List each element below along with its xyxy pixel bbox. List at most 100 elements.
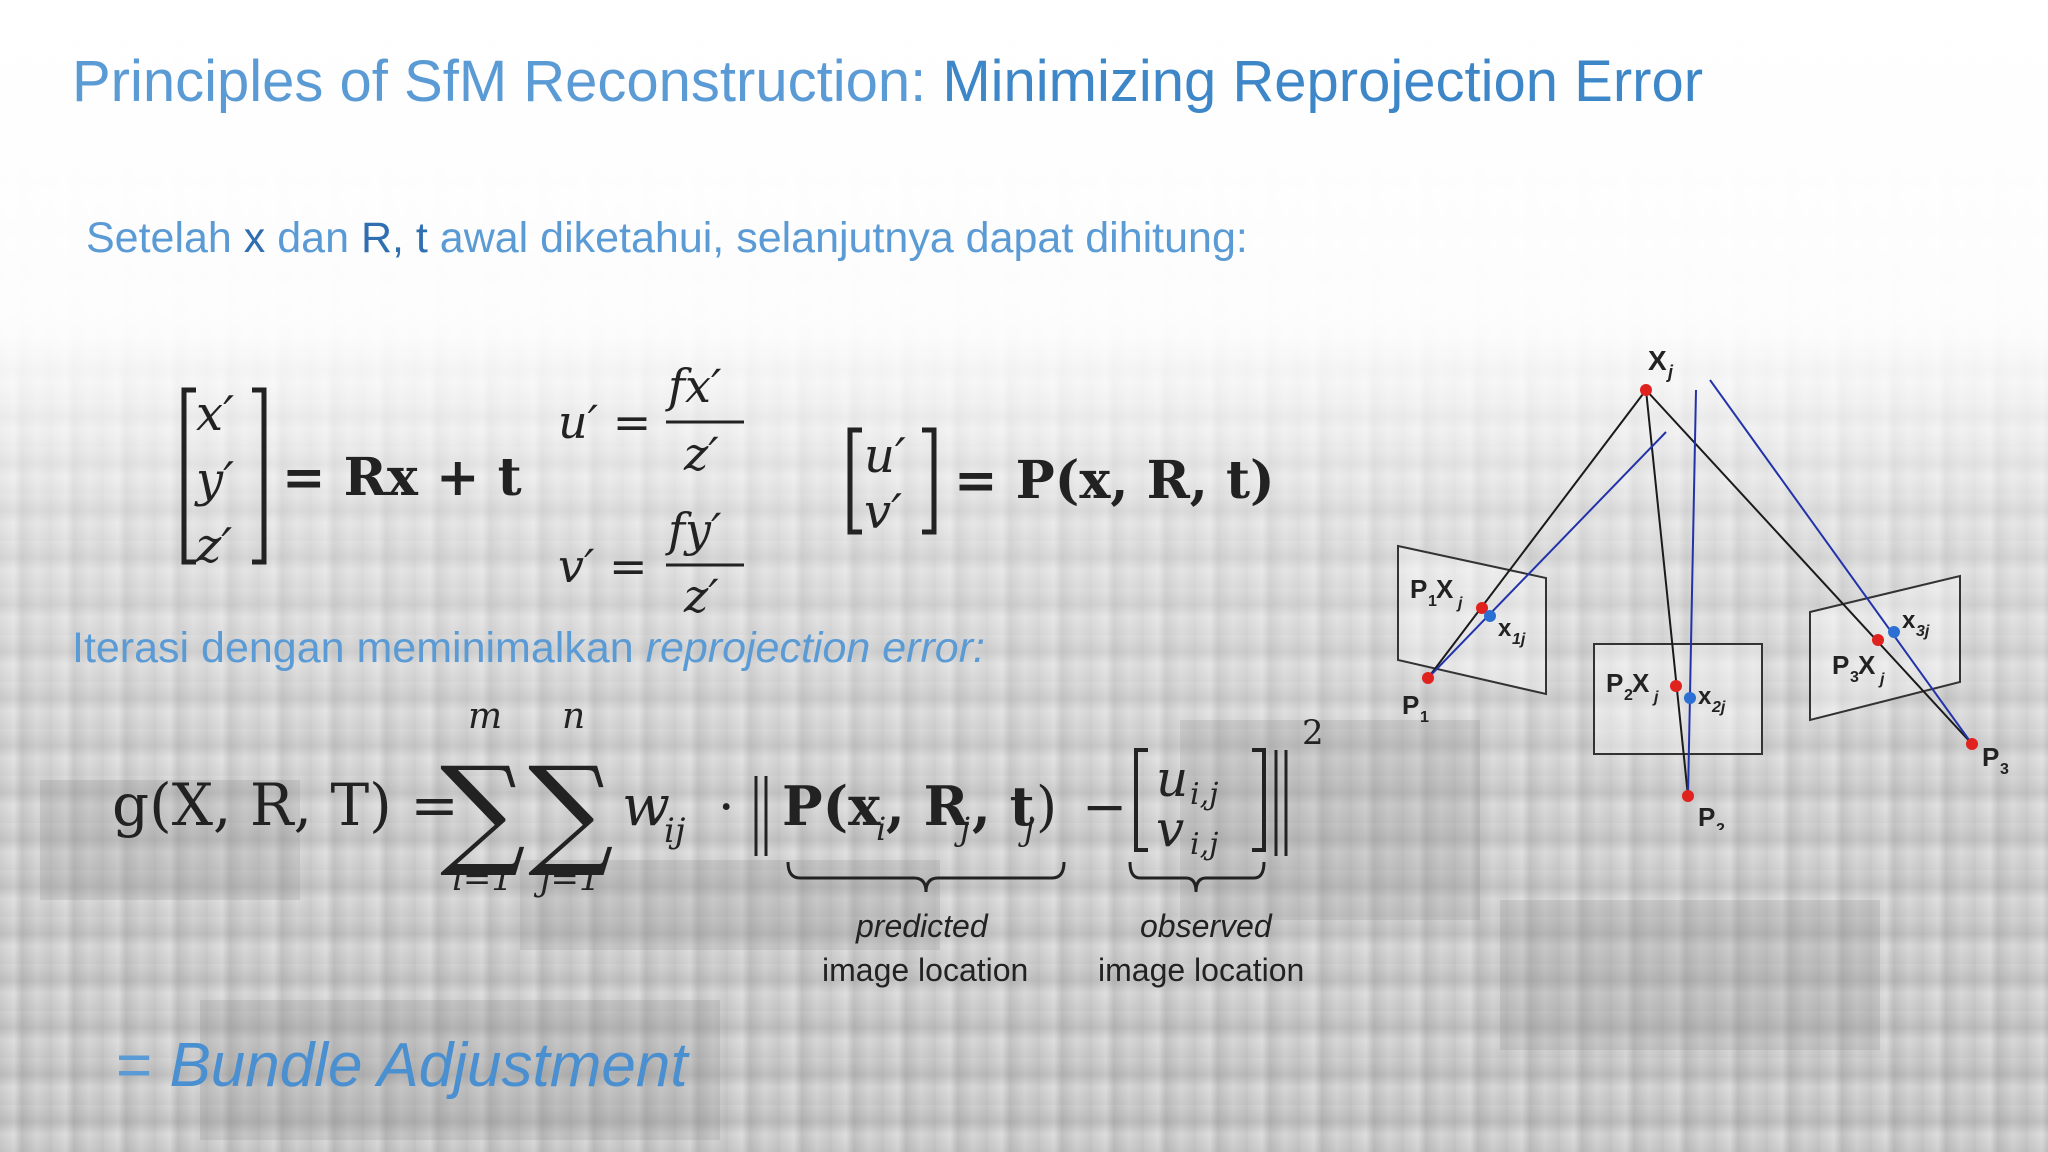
u-den: z′ xyxy=(683,427,719,481)
proj-label-2: P xyxy=(1606,668,1623,698)
observed-point-2 xyxy=(1684,692,1696,704)
proj-sub-1: 1 xyxy=(1428,593,1437,610)
obs-label-1: x xyxy=(1498,615,1512,642)
ray-black-1 xyxy=(1427,389,1647,679)
bracket-u-left xyxy=(847,427,862,535)
image-plane-3 xyxy=(1809,574,1961,722)
iteration-text: Iterasi dengan meminimalkan reprojection… xyxy=(72,624,985,673)
observed-point-3 xyxy=(1888,626,1900,638)
sum1-sigma: ∑ xyxy=(440,742,526,881)
predicted-point-1 xyxy=(1476,602,1488,614)
iteration-italic: reprojection error: xyxy=(645,624,985,672)
pred-p: P(x xyxy=(782,774,881,838)
camera-center-3 xyxy=(1966,738,1978,750)
pred-t: , t xyxy=(972,774,1035,838)
camera-center-1 xyxy=(1422,672,1434,684)
obs-v: v xyxy=(1156,800,1184,858)
label-predicted: predicted xyxy=(856,908,988,944)
sum2-bot: j=1 xyxy=(533,859,601,899)
intro-part2: dan xyxy=(265,214,361,262)
vec-u-2: v′ xyxy=(864,484,902,540)
reprojection-diagram: X j P 1 X j x 1j P 1 P 2 X j x 2j P 2 P … xyxy=(1397,345,2009,830)
obs-v-sub: i,j xyxy=(1190,827,1218,862)
power: 2 xyxy=(1302,713,1324,753)
iteration-plain: Iterasi dengan meminimalkan xyxy=(72,624,646,672)
obs-label-2: x xyxy=(1698,683,1712,710)
intro-rt: R, t xyxy=(360,214,428,262)
bg-building xyxy=(1500,900,1880,1050)
ray-blue-2 xyxy=(1687,389,1697,797)
ray-blue-1 xyxy=(1427,431,1667,679)
cost-function: g(X, R, T) = m ∑ i=1 n ∑ j=1 w ij · P(x … xyxy=(112,696,1324,899)
ray-black-3 xyxy=(1645,389,1973,745)
minus: − xyxy=(1082,775,1127,838)
bracket-left xyxy=(181,387,196,565)
bg-building xyxy=(200,1000,720,1140)
label-predicted-2: image location xyxy=(822,952,1029,988)
observed-point-1 xyxy=(1484,610,1496,622)
proj-x-2: X xyxy=(1632,668,1650,698)
label-observed-2: image location xyxy=(1098,952,1305,988)
brace-observed xyxy=(1128,861,1266,893)
g-lhs: g(X, R, T) = xyxy=(112,771,459,839)
cam-sub-1: 1 xyxy=(1420,709,1429,726)
label-observed: observed xyxy=(1140,908,1272,944)
brace-predicted xyxy=(786,861,1066,893)
bg-building xyxy=(40,780,300,900)
obs-bracket-left xyxy=(1134,748,1148,852)
vec-x-1: x′ xyxy=(196,386,234,442)
weight: w xyxy=(622,774,670,839)
equations-top: x′ y′ z′ = Rx + t u′ = fx′ z′ v′ = fy′ z… xyxy=(181,359,1275,623)
intro-part3: awal diketahui, selanjutnya dapat dihitu… xyxy=(427,214,1248,262)
slide-title: Principles of SfM Reconstruction: Minimi… xyxy=(72,48,1703,115)
obs-sub-1: 1j xyxy=(1512,631,1526,648)
pred-i: i xyxy=(876,810,886,848)
point-xj xyxy=(1640,384,1652,396)
ray-blue-3 xyxy=(1709,379,1973,745)
obs-sub-3: 3j xyxy=(1916,623,1930,640)
bundle-adjustment: = Bundle Adjustment xyxy=(116,1030,688,1101)
ray-black-2 xyxy=(1645,389,1689,797)
bg-building xyxy=(1180,720,1480,920)
sum1-bot: i=1 xyxy=(452,859,513,899)
u-lhs: u′ = xyxy=(558,395,651,449)
proj-x-1: X xyxy=(1436,574,1454,604)
proj-x-3: X xyxy=(1858,650,1876,680)
intro-text: Setelah x dan R, t awal diketahui, selan… xyxy=(86,214,1248,263)
proj-sub-2: 2 xyxy=(1624,687,1633,704)
intro-x: x xyxy=(243,214,266,262)
proj-label-3: P xyxy=(1832,650,1849,680)
cam-label-1: P xyxy=(1402,690,1419,720)
weight-sub: ij xyxy=(664,811,686,851)
obs-u-sub: i,j xyxy=(1190,777,1218,812)
predicted-point-3 xyxy=(1872,634,1884,646)
pred-end: ) xyxy=(1036,775,1057,838)
title-emphasis: Minimizing Reprojection Error xyxy=(942,49,1704,114)
eq-rt: = Rx + t xyxy=(282,447,522,508)
cam-sub-3: 3 xyxy=(2000,761,2009,778)
obs-bracket-right xyxy=(1252,748,1266,852)
proj-label-1: P xyxy=(1410,574,1427,604)
bracket-u-right xyxy=(922,427,937,535)
sum1-top: m xyxy=(468,696,502,737)
bundle-italic: Bundle Adjustment xyxy=(169,1031,688,1100)
intro-part1: Setelah xyxy=(86,214,244,262)
eq-p: = P(x, R, t) xyxy=(954,450,1275,511)
title-plain: Principles of SfM Reconstruction: xyxy=(72,49,943,114)
v-den: z′ xyxy=(683,569,719,623)
u-num: fx′ xyxy=(665,359,722,413)
bracket-right xyxy=(252,387,267,565)
pred-r: , R xyxy=(886,774,970,838)
bg-building xyxy=(520,860,940,950)
obs-u: u xyxy=(1156,750,1188,808)
v-num: fy′ xyxy=(665,503,722,557)
cam-label-3: P xyxy=(1982,742,1999,772)
sum2-sigma: ∑ xyxy=(528,742,614,881)
point-xj-sub: j xyxy=(1666,362,1674,382)
v-lhs: v′ = xyxy=(558,539,648,593)
vec-x-3: z′ xyxy=(195,518,232,574)
proj-sub-3: 3 xyxy=(1850,669,1859,686)
proj-xsub-1: j xyxy=(1456,595,1463,612)
camera-center-2 xyxy=(1682,790,1694,802)
